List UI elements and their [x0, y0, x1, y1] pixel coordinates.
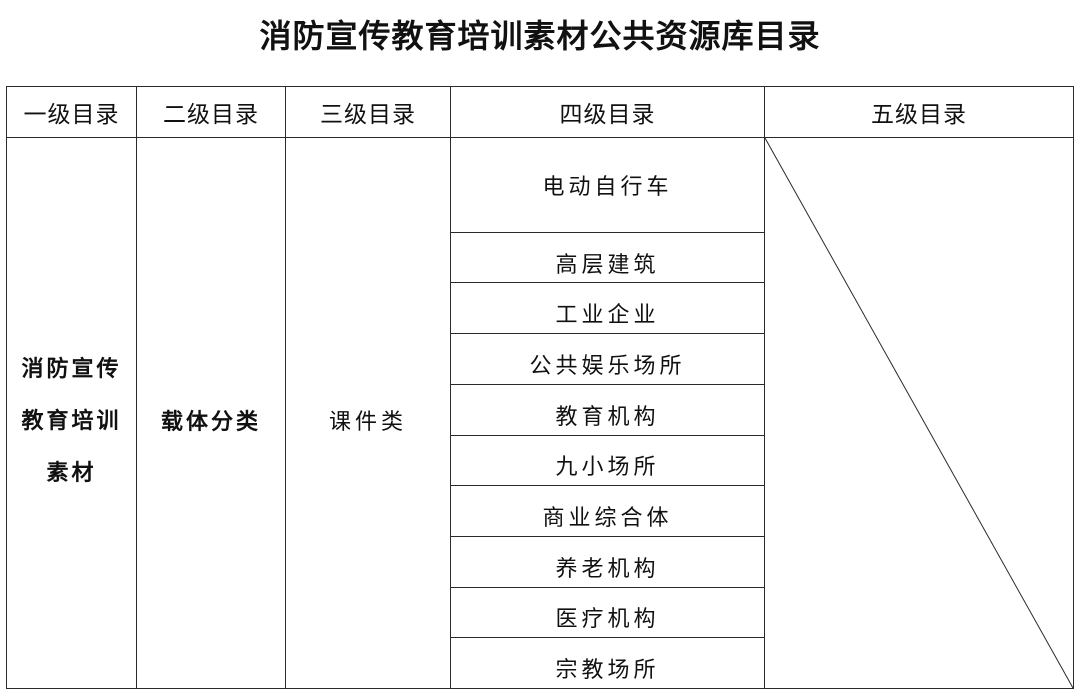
row-divider: [450, 333, 764, 334]
row-divider: [450, 587, 764, 588]
level-4-item: 高层建筑: [555, 253, 660, 278]
table-left-border: [6, 86, 7, 689]
level-4-item: 工业企业: [555, 303, 660, 328]
row-divider: [450, 536, 764, 537]
row-divider: [450, 637, 764, 638]
col-divider-2: [285, 86, 286, 689]
table-top-border: [6, 86, 1074, 87]
level-1-line: 教育培训: [21, 409, 122, 434]
header-level-1: 一级目录: [23, 102, 120, 128]
level-3-cell: 课件类: [328, 410, 407, 435]
level-4-item: 九小场所: [555, 455, 660, 480]
level-1-line: 消防宣传: [21, 357, 122, 382]
header-level-4: 四级目录: [559, 102, 656, 128]
page-title: 消防宣传教育培训素材公共资源库目录: [259, 17, 821, 55]
row-divider: [450, 435, 764, 436]
row-divider: [450, 384, 764, 385]
header-level-3: 三级目录: [320, 102, 416, 128]
level-4-item: 医疗机构: [555, 607, 660, 632]
col-divider-3: [450, 86, 451, 689]
header-level-5: 五级目录: [871, 102, 967, 128]
col-divider-1: [136, 86, 137, 689]
header-bottom-border: [6, 137, 1074, 138]
header-level-2: 二级目录: [163, 102, 259, 128]
table-bottom-border: [6, 688, 1074, 689]
table-right-border: [1073, 86, 1074, 689]
level-4-item: 宗教场所: [555, 658, 660, 683]
level-1-cell: 消防宣传 教育培训 素材: [7, 342, 136, 502]
row-divider: [450, 232, 764, 233]
row-divider: [450, 485, 764, 486]
level-2-cell: 载体分类: [160, 410, 261, 435]
level-4-item: 电动自行车: [542, 175, 673, 200]
level-4-item: 教育机构: [555, 405, 660, 430]
level-1-line: 素材: [46, 461, 97, 486]
level-4-item: 公共娱乐场所: [529, 354, 686, 379]
col-divider-4: [764, 86, 765, 689]
level-4-item: 商业综合体: [542, 506, 673, 531]
row-divider: [450, 282, 764, 283]
level-4-item: 养老机构: [555, 557, 660, 582]
